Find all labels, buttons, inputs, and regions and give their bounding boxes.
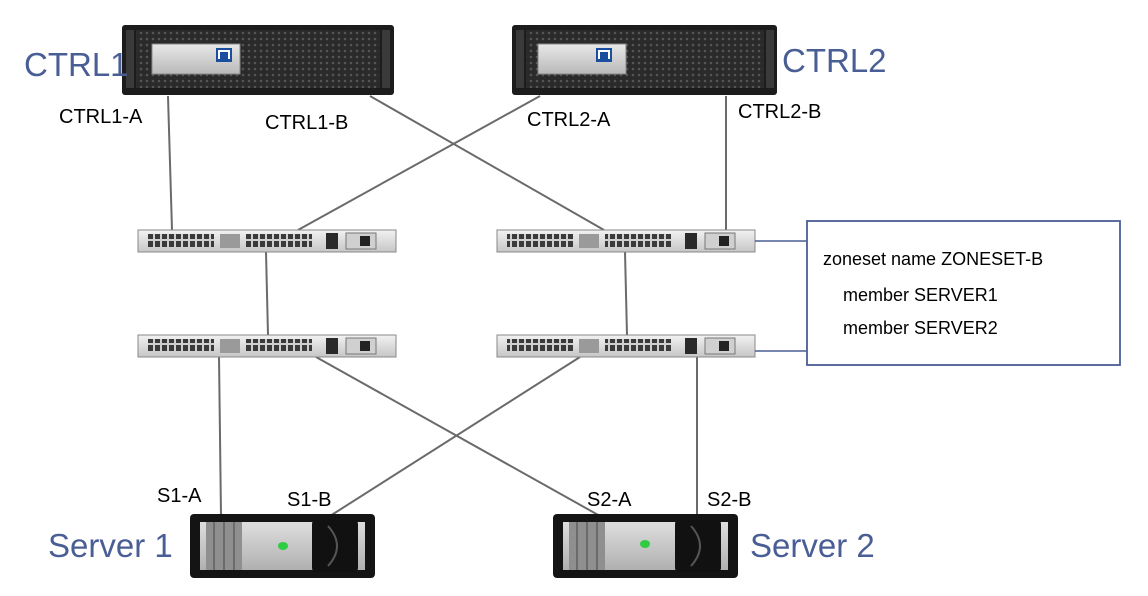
zone-box <box>806 220 1121 366</box>
ctrl2-chassis <box>512 25 777 95</box>
server2-chassis <box>553 514 738 578</box>
ctrl1a-port-label: CTRL1-A <box>59 106 143 128</box>
server2-label: Server 2 <box>750 527 875 564</box>
cable-ctrl1b-switch-b1 <box>369 95 605 231</box>
ctrl1-label: CTRL1 <box>24 46 129 83</box>
switch-a2 <box>137 334 397 358</box>
cables <box>167 95 727 517</box>
switch-a1 <box>137 229 397 253</box>
power-led-icon <box>278 542 288 550</box>
cable-switch-b1-b2 <box>624 251 628 336</box>
ctrl2b-port-label: CTRL2-B <box>738 101 821 123</box>
ctrl1-chassis <box>122 25 394 95</box>
switch-b2 <box>496 334 756 358</box>
server1-label: Server 1 <box>48 527 173 564</box>
server1-chassis <box>190 514 375 578</box>
switch-b1 <box>496 229 756 253</box>
s1b-port-label: S1-B <box>287 489 331 511</box>
zone-line-2: member SERVER1 <box>843 285 998 305</box>
power-led-icon <box>640 540 650 548</box>
cable-ctrl2a-switch-a1 <box>297 95 541 231</box>
cable-switch-a2-s2a <box>315 356 601 517</box>
s1a-port-label: S1-A <box>157 485 202 507</box>
zone-line-1: zoneset name ZONESET-B <box>823 249 1043 269</box>
cable-switch-a1-a2 <box>265 251 269 336</box>
ctrl1b-port-label: CTRL1-B <box>265 112 348 134</box>
zone-callout: zoneset name ZONESET-B member SERVER1 me… <box>755 220 1121 366</box>
cable-ctrl1a-switch-a1 <box>167 95 173 231</box>
ctrl2-label: CTRL2 <box>782 42 887 79</box>
cable-switch-b2-s1b <box>329 356 581 517</box>
s2a-port-label: S2-A <box>587 489 632 511</box>
s2b-port-label: S2-B <box>707 489 751 511</box>
zone-line-3: member SERVER2 <box>843 318 998 338</box>
cable-switch-a2-s1a <box>218 356 222 517</box>
ctrl2a-port-label: CTRL2-A <box>527 109 611 131</box>
